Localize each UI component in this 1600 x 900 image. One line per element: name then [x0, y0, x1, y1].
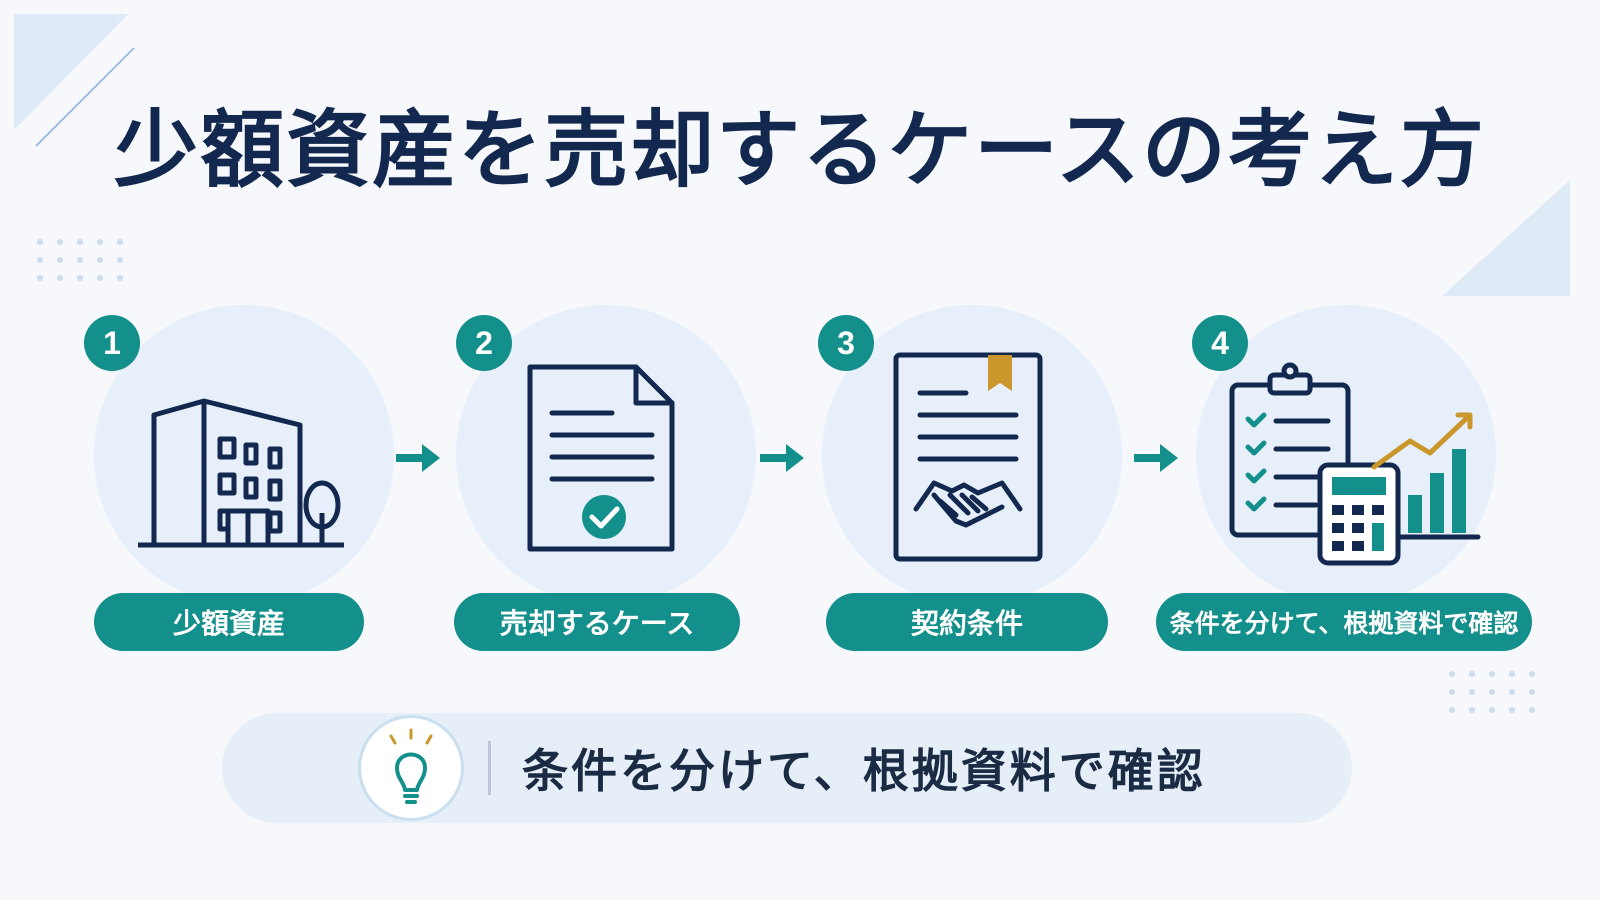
step-2: 2 売却するケース [446, 305, 766, 665]
summary-callout: 条件を分けて、根拠資料で確認 [222, 713, 1352, 823]
lightbulb-icon [389, 728, 433, 804]
document-check-icon [527, 364, 675, 552]
step-1: 1 少額資産 [84, 305, 404, 665]
dot-grid-right [1449, 671, 1535, 713]
arrow-right-icon [1134, 444, 1178, 472]
step-2-label: 売却するケース [454, 593, 740, 651]
page-title: 少額資産を売却するケースの考え方 [114, 101, 1486, 199]
step-4: 4 条件を分けて、根拠資料で確認 [1156, 305, 1546, 665]
step-3-number: 3 [818, 315, 874, 371]
step-4-number: 4 [1192, 315, 1248, 371]
arrow-right-icon [760, 444, 804, 472]
arrow-right-icon [396, 444, 440, 472]
callout-divider [488, 741, 491, 795]
building-icon [138, 398, 344, 548]
step-3: 3 契約条件 [812, 305, 1132, 665]
step-2-number: 2 [456, 315, 512, 371]
corner-decoration-top-left [14, 14, 135, 147]
step-1-label: 少額資産 [94, 593, 364, 651]
step-3-label: 契約条件 [826, 593, 1108, 651]
checklist-calculator-chart-icon [1229, 362, 1481, 566]
step-1-number: 1 [84, 315, 140, 371]
lightbulb-badge [358, 715, 464, 821]
contract-handshake-icon [893, 352, 1043, 562]
step-4-label: 条件を分けて、根拠資料で確認 [1156, 593, 1532, 651]
corner-decoration-right [1442, 180, 1570, 296]
callout-text: 条件を分けて、根拠資料で確認 [522, 744, 1206, 798]
dot-grid-left [37, 239, 123, 281]
